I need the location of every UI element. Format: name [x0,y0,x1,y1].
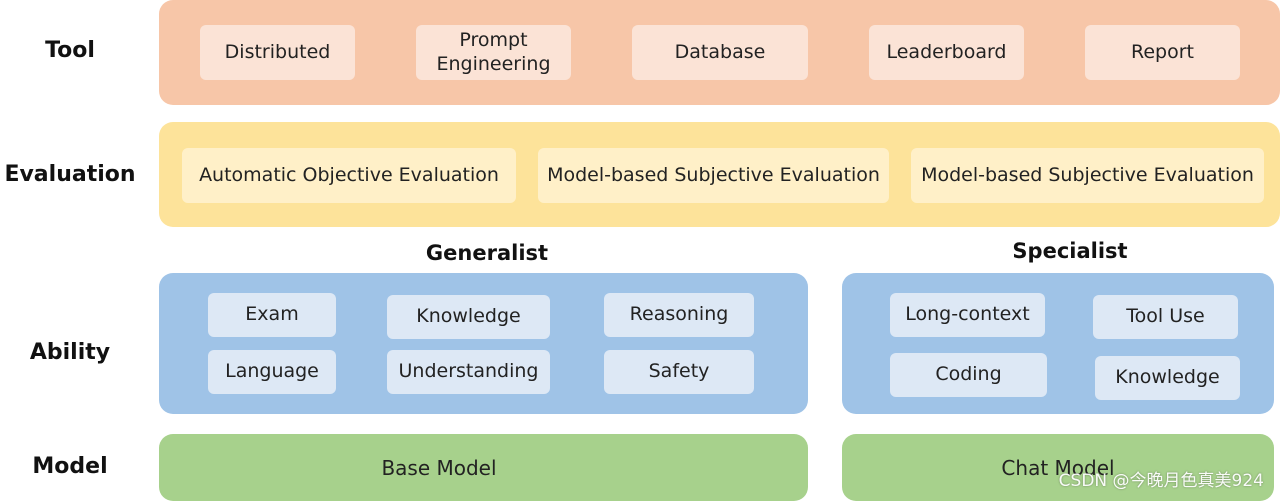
specialist-item-knowledge: Knowledge [1095,356,1240,400]
row-label-model: Model [32,454,108,479]
specialist-title: Specialist [1012,239,1128,263]
watermark: CSDN @今晚月色真美924 [1058,471,1264,491]
specialist-item-coding: Coding [890,353,1047,397]
tool-item-prompt-engineering: Prompt Engineering [416,25,571,80]
row-label-ability: Ability [29,340,111,365]
tool-item-database: Database [632,25,808,80]
evaluation-item-model-based-subjective-1: Model-based Subjective Evaluation [538,148,889,203]
evaluation-item-automatic-objective: Automatic Objective Evaluation [182,148,516,203]
generalist-item-understanding: Understanding [387,350,550,394]
evaluation-item-model-based-subjective-2: Model-based Subjective Evaluation [911,148,1264,203]
generalist-item-reasoning: Reasoning [604,293,754,337]
specialist-item-tool-use: Tool Use [1093,295,1238,339]
specialist-item-long-context: Long-context [890,293,1045,337]
row-label-tool: Tool [45,38,95,63]
generalist-item-safety: Safety [604,350,754,394]
tool-item-distributed: Distributed [200,25,355,80]
generalist-item-knowledge: Knowledge [387,295,550,339]
tool-item-leaderboard: Leaderboard [869,25,1024,80]
base-model-label: Base Model [381,456,497,480]
row-label-evaluation: Evaluation [4,162,136,187]
chat-model-label: Chat Model [1001,456,1115,480]
base-model-band [159,434,808,501]
tool-item-report: Report [1085,25,1240,80]
generalist-title: Generalist [425,241,549,265]
generalist-item-language: Language [208,350,336,394]
chat-model-band [842,434,1274,501]
generalist-item-exam: Exam [208,293,336,337]
